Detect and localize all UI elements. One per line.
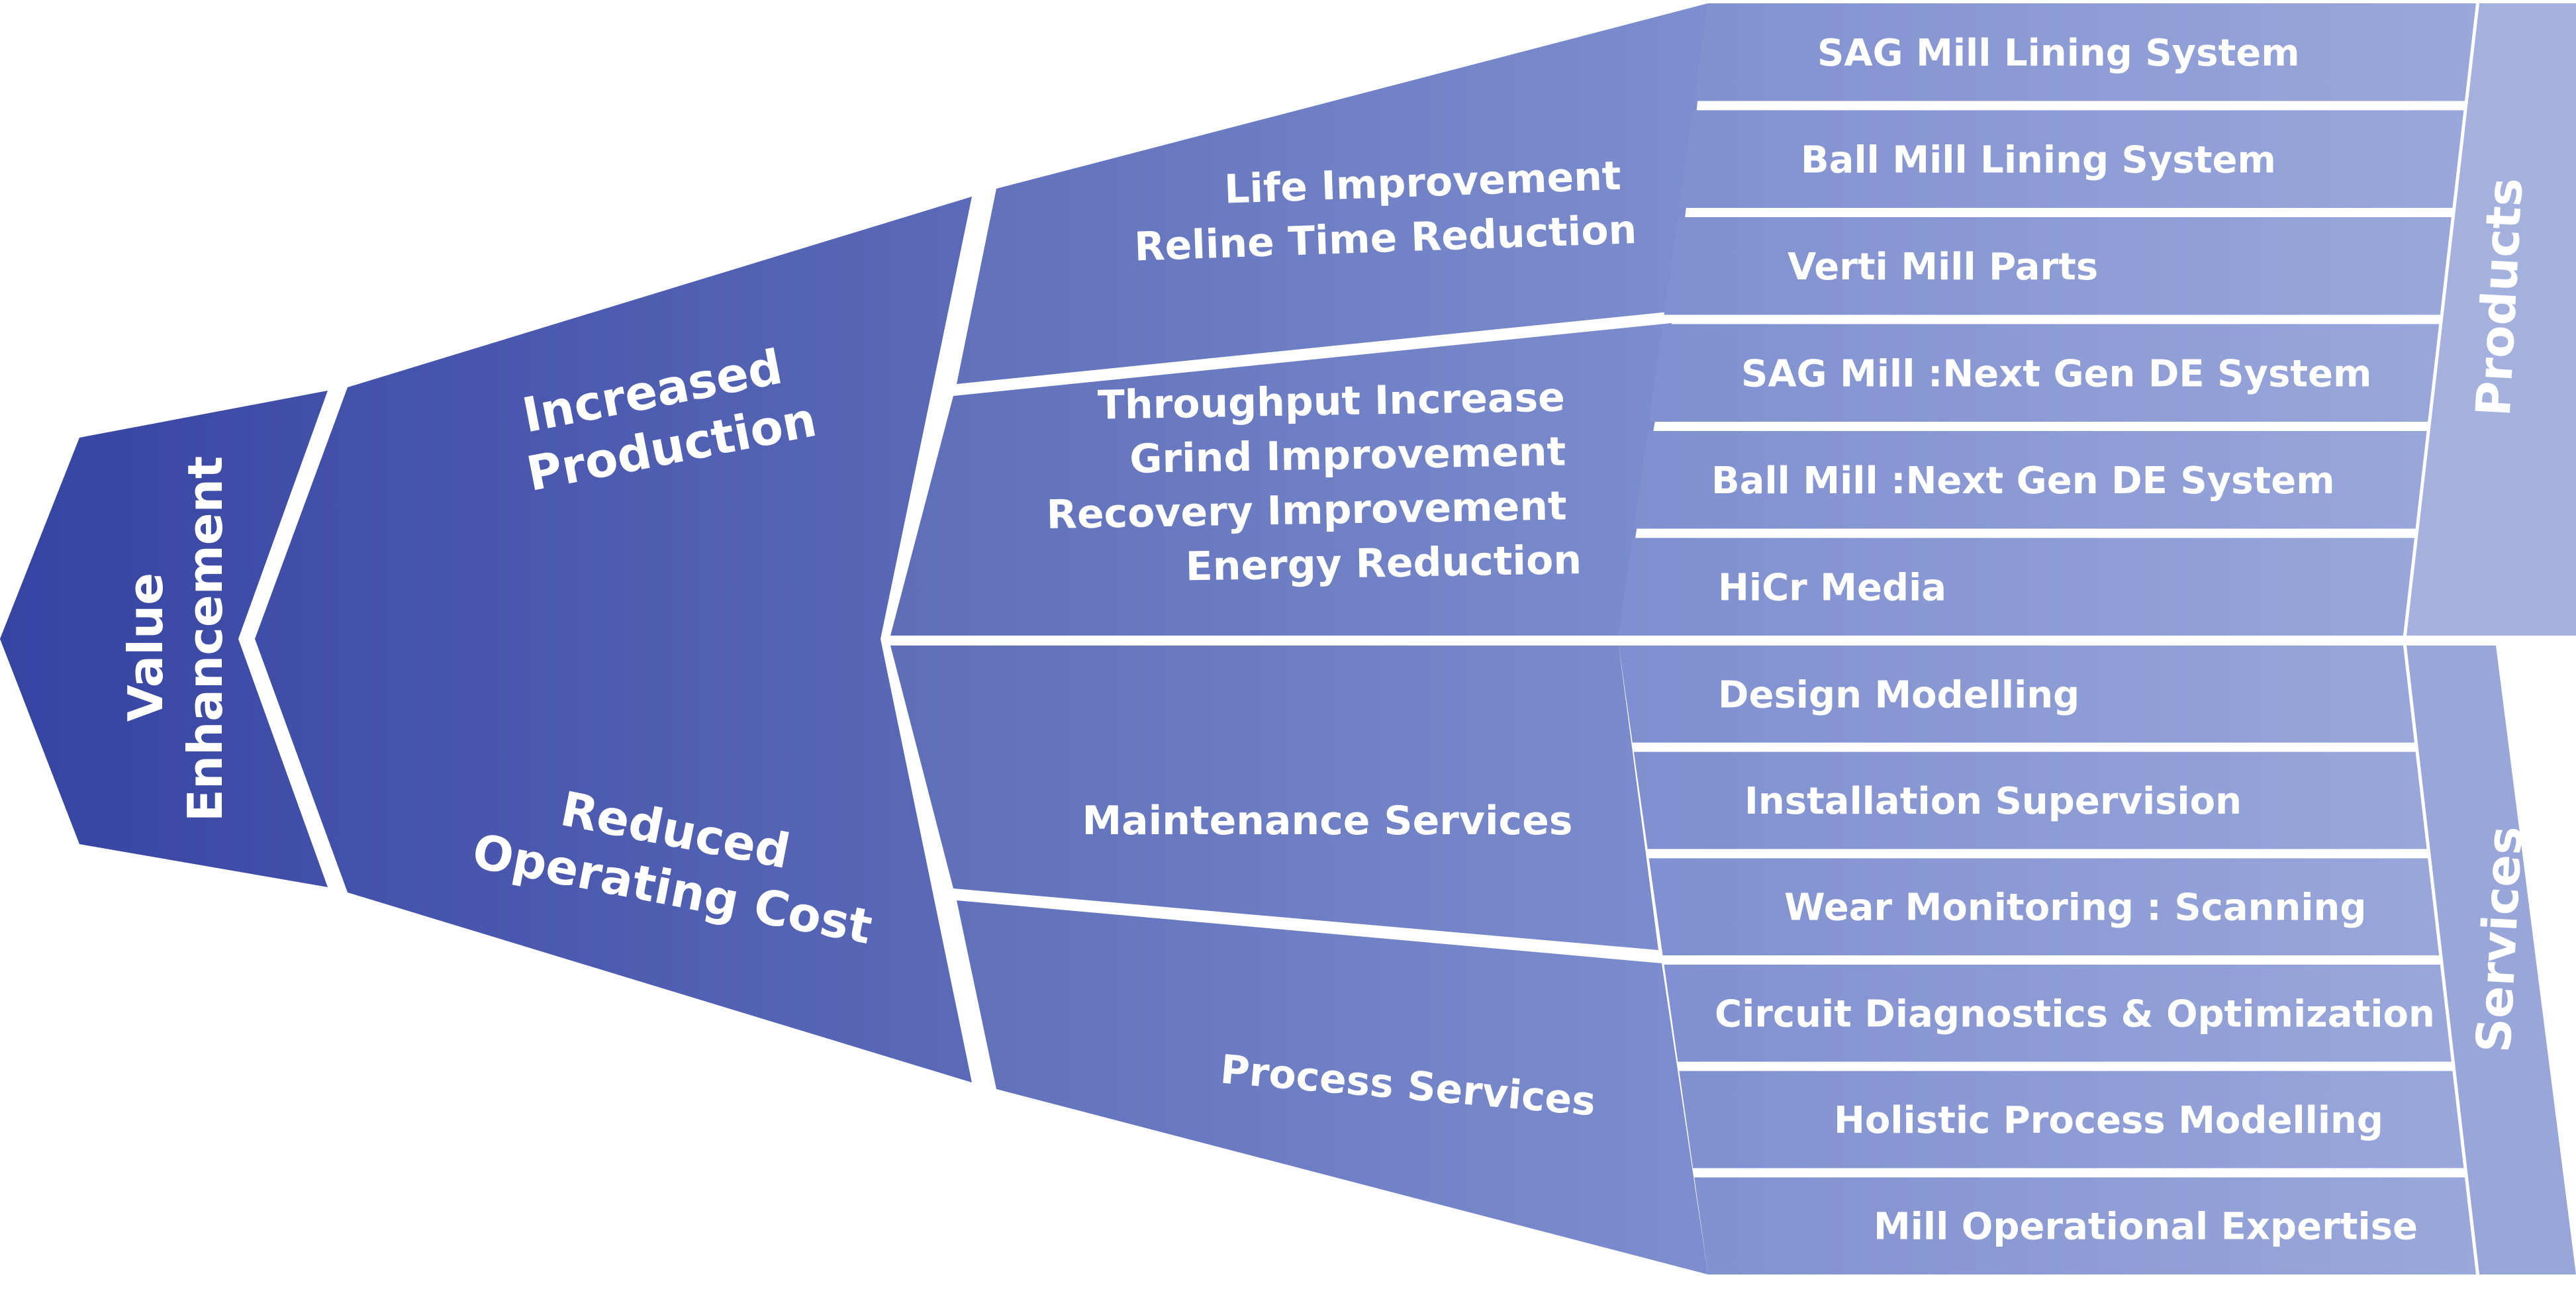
offering-label: Installation Supervision [1744,780,2242,823]
offering-label: HiCr Media [1718,566,1946,609]
offering-label: SAG Mill Lining System [1817,32,2300,75]
maintenance-services-label: Maintenance Services [1082,798,1572,844]
life-improvement-block [957,3,1708,384]
offering-row [1648,858,2440,955]
offering-row [1619,538,2414,636]
offering-label: SAG Mill :Next Gen DE System [1741,352,2371,395]
offering-row [1664,965,2452,1062]
offering-row [1633,431,2427,529]
services-label: Services [2465,825,2533,1054]
offering-label: Wear Monitoring : Scanning [1784,887,2367,930]
offering-label: Design Modelling [1718,673,2079,716]
offering-row [1619,646,2414,743]
offering-row [1633,751,2427,849]
offering-row [1694,1177,2476,1274]
value-enhancement-label: Value Enhancement [118,456,233,822]
offering-label: Holistic Process Modelling [1834,1099,2383,1142]
services-bar [2407,646,2576,1274]
offering-row [1679,110,2464,208]
increased-production-label: Increased Production [511,334,821,502]
throughput-block [890,323,1672,636]
value-enhancement-shape [0,391,328,887]
offering-label: Ball Mill Lining System [1801,138,2276,181]
offering-row [1648,324,2440,422]
maintenance-services-block [890,646,1658,950]
offering-label: Mill Operational Expertise [1874,1206,2418,1249]
offering-row [1694,3,2476,101]
process-services-block [957,900,1708,1274]
offering-row [1664,217,2452,315]
offering-row [1679,1071,2464,1169]
throughput-label: Throughput Increase Grind Improvement Re… [1044,374,1582,593]
offering-label: Circuit Diagnostics & Optimization [1715,992,2435,1035]
offering-label: Verti Mill Parts [1788,246,2098,289]
products-label: Products [2465,176,2534,417]
products-bar [2407,3,2576,636]
offering-label: Ball Mill :Next Gen DE System [1711,459,2335,503]
outcomes-shape [255,197,972,1082]
